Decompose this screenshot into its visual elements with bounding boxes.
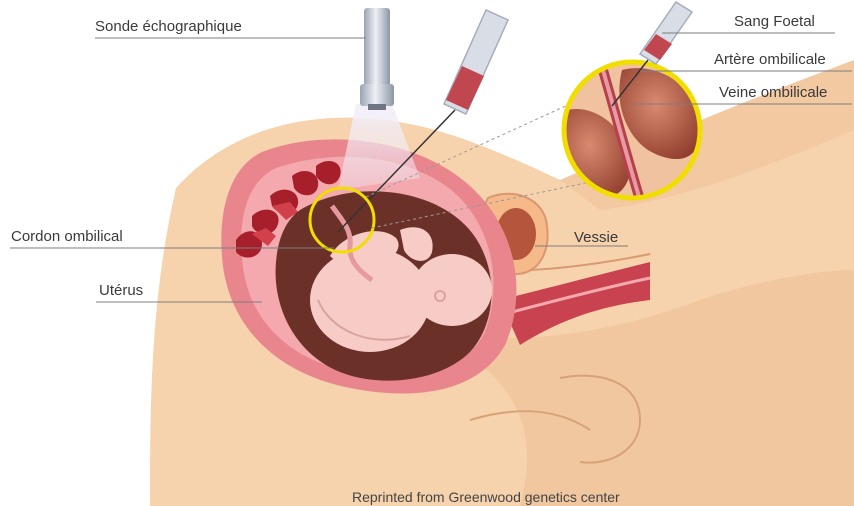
label-uterus: Utérus xyxy=(99,282,143,300)
fetus-body xyxy=(310,248,430,352)
credit-line: Reprinted from Greenwood genetics center xyxy=(352,488,620,506)
label-fetal-blood: Sang Foetal xyxy=(734,13,815,31)
label-bladder: Vessie xyxy=(574,229,618,247)
ultrasound-probe xyxy=(360,8,394,110)
label-umbilical-artery: Artère ombilicale xyxy=(714,51,826,69)
fetus-head xyxy=(412,254,492,326)
label-probe: Sonde échographique xyxy=(95,18,242,36)
label-umbilical-cord: Cordon ombilical xyxy=(11,228,123,246)
ultrasound-beam xyxy=(338,104,420,190)
label-umbilical-vein: Veine ombilicale xyxy=(719,84,827,102)
